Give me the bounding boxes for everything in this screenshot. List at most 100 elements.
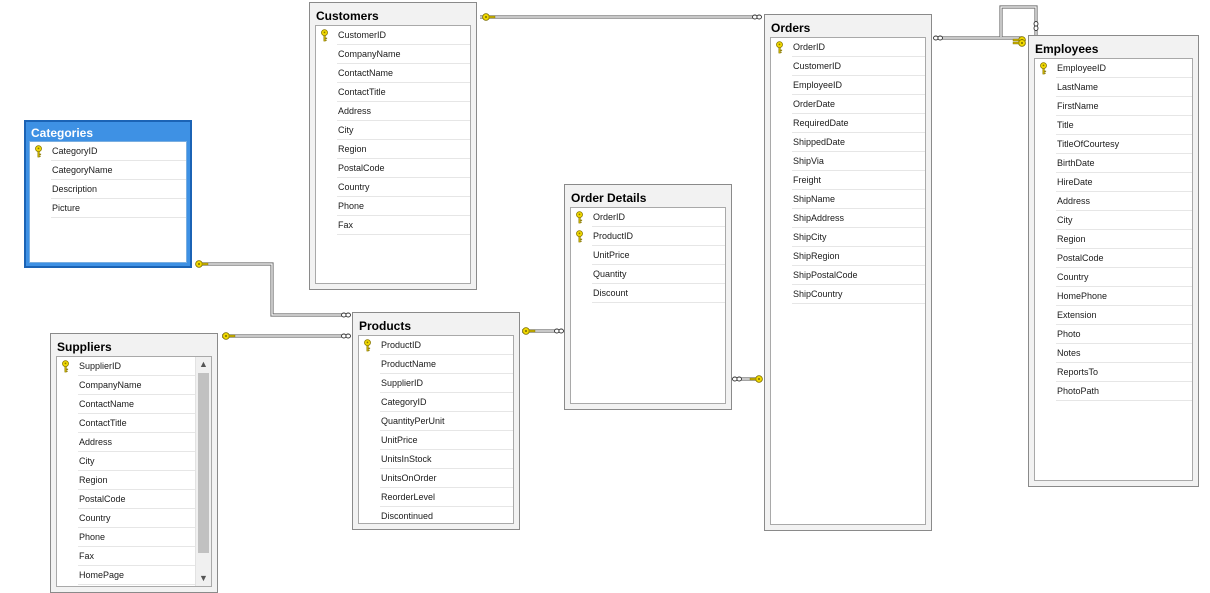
- row-selector[interactable]: [771, 152, 788, 171]
- row-selector[interactable]: [771, 171, 788, 190]
- table-title[interactable]: Customers: [316, 9, 379, 23]
- column-row[interactable]: LastName: [1035, 78, 1192, 97]
- row-selector[interactable]: [1035, 249, 1052, 268]
- column-row[interactable]: ProductName: [359, 355, 513, 374]
- row-selector[interactable]: [1035, 230, 1052, 249]
- column-row[interactable]: UnitsOnOrder: [359, 469, 513, 488]
- column-row[interactable]: PostalCode: [316, 159, 470, 178]
- column-row[interactable]: Title: [1035, 116, 1192, 135]
- column-row[interactable]: PhotoPath: [1035, 382, 1192, 401]
- column-row[interactable]: FirstName: [1035, 97, 1192, 116]
- column-row[interactable]: City: [1035, 211, 1192, 230]
- row-selector[interactable]: [30, 161, 47, 180]
- column-row[interactable]: Country: [316, 178, 470, 197]
- table-title[interactable]: Orders: [771, 21, 811, 35]
- column-row[interactable]: CompanyName: [316, 45, 470, 64]
- row-selector[interactable]: [57, 452, 74, 471]
- row-selector[interactable]: [57, 509, 74, 528]
- column-row[interactable]: CustomerID: [316, 26, 470, 45]
- row-selector[interactable]: [771, 95, 788, 114]
- row-selector[interactable]: [359, 336, 376, 355]
- column-row[interactable]: ShipCountry: [771, 285, 925, 304]
- column-row[interactable]: OrderID: [571, 208, 725, 227]
- column-row[interactable]: Photo: [1035, 325, 1192, 344]
- column-row[interactable]: Country: [57, 509, 195, 528]
- column-row[interactable]: OrderID: [771, 38, 925, 57]
- row-selector[interactable]: [316, 178, 333, 197]
- row-selector[interactable]: [1035, 325, 1052, 344]
- row-selector[interactable]: [359, 431, 376, 450]
- column-row[interactable]: EmployeeID: [771, 76, 925, 95]
- row-selector[interactable]: [771, 247, 788, 266]
- column-row[interactable]: ShippedDate: [771, 133, 925, 152]
- column-row[interactable]: QuantityPerUnit: [359, 412, 513, 431]
- row-selector[interactable]: [771, 57, 788, 76]
- column-row[interactable]: CompanyName: [57, 376, 195, 395]
- table-title[interactable]: Employees: [1035, 42, 1099, 56]
- row-selector[interactable]: [316, 83, 333, 102]
- column-row[interactable]: ProductID: [359, 336, 513, 355]
- column-row[interactable]: ReportsTo: [1035, 363, 1192, 382]
- column-row[interactable]: ShipAddress: [771, 209, 925, 228]
- column-row[interactable]: Region: [316, 140, 470, 159]
- column-row[interactable]: CategoryID: [30, 142, 186, 161]
- row-selector[interactable]: [57, 566, 74, 585]
- column-row[interactable]: TitleOfCourtesy: [1035, 135, 1192, 154]
- scroll-thumb[interactable]: [198, 373, 209, 553]
- column-row[interactable]: CategoryID: [359, 393, 513, 412]
- column-row[interactable]: ProductID: [571, 227, 725, 246]
- row-selector[interactable]: [771, 76, 788, 95]
- row-selector[interactable]: [1035, 192, 1052, 211]
- column-row[interactable]: Notes: [1035, 344, 1192, 363]
- column-row[interactable]: UnitsInStock: [359, 450, 513, 469]
- column-row[interactable]: Freight: [771, 171, 925, 190]
- column-row[interactable]: CategoryName: [30, 161, 186, 180]
- row-selector[interactable]: [316, 159, 333, 178]
- row-selector[interactable]: [359, 450, 376, 469]
- column-row[interactable]: CustomerID: [771, 57, 925, 76]
- column-row[interactable]: Address: [57, 433, 195, 452]
- row-selector[interactable]: [316, 45, 333, 64]
- row-selector[interactable]: [57, 490, 74, 509]
- column-row[interactable]: ShipRegion: [771, 247, 925, 266]
- row-selector[interactable]: [316, 216, 333, 235]
- row-selector[interactable]: [771, 285, 788, 304]
- column-row[interactable]: PostalCode: [57, 490, 195, 509]
- column-row[interactable]: Quantity: [571, 265, 725, 284]
- column-row[interactable]: PostalCode: [1035, 249, 1192, 268]
- column-row[interactable]: Region: [57, 471, 195, 490]
- row-selector[interactable]: [1035, 363, 1052, 382]
- row-selector[interactable]: [571, 246, 588, 265]
- row-selector[interactable]: [316, 121, 333, 140]
- row-selector[interactable]: [30, 199, 47, 218]
- column-row[interactable]: UnitPrice: [571, 246, 725, 265]
- row-selector[interactable]: [1035, 344, 1052, 363]
- row-selector[interactable]: [771, 38, 788, 57]
- column-row[interactable]: EmployeeID: [1035, 59, 1192, 78]
- row-selector[interactable]: [57, 414, 74, 433]
- row-selector[interactable]: [771, 133, 788, 152]
- row-selector[interactable]: [1035, 268, 1052, 287]
- row-selector[interactable]: [359, 393, 376, 412]
- relationship-orders-orderdetails[interactable]: [732, 375, 763, 383]
- column-row[interactable]: ShipName: [771, 190, 925, 209]
- row-selector[interactable]: [30, 180, 47, 199]
- column-row[interactable]: ContactName: [316, 64, 470, 83]
- column-row[interactable]: BirthDate: [1035, 154, 1192, 173]
- column-row[interactable]: Picture: [30, 199, 186, 218]
- table-title[interactable]: Suppliers: [57, 340, 112, 354]
- row-selector[interactable]: [359, 488, 376, 507]
- table-title[interactable]: Order Details: [571, 191, 647, 205]
- column-row[interactable]: ContactName: [57, 395, 195, 414]
- table-title[interactable]: Products: [359, 319, 412, 333]
- row-selector[interactable]: [1035, 154, 1052, 173]
- column-row[interactable]: SupplierID: [359, 374, 513, 393]
- row-selector[interactable]: [57, 376, 74, 395]
- row-selector[interactable]: [359, 355, 376, 374]
- row-selector[interactable]: [771, 114, 788, 133]
- row-selector[interactable]: [771, 228, 788, 247]
